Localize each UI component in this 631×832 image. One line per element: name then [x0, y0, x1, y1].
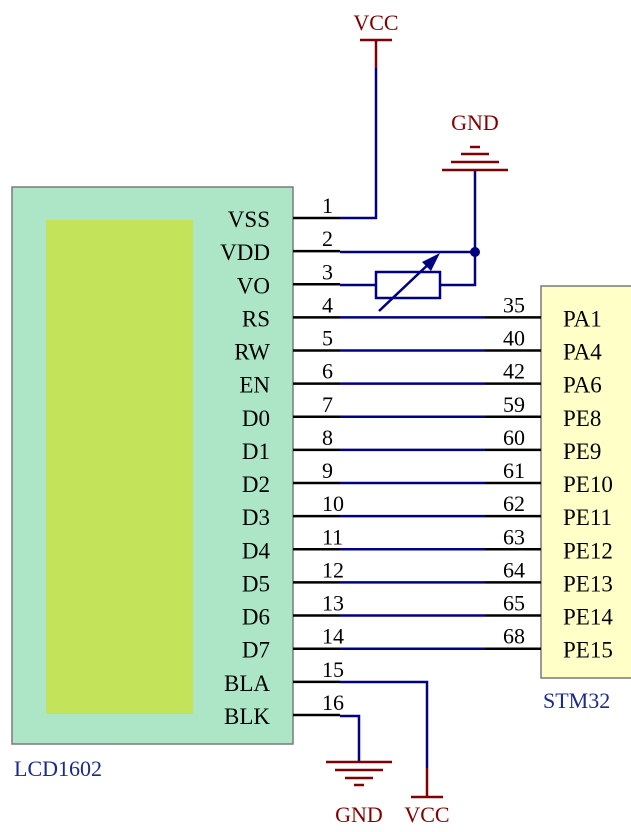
stm32-pin-name-pa4: PA4	[563, 340, 602, 365]
lcd-pin-number-d4: 11	[322, 524, 343, 549]
lcd-pin-number-d3: 10	[322, 491, 344, 516]
power-wires	[340, 68, 477, 768]
gnd-top-symbol	[442, 145, 508, 172]
blk-to-gnd-wire	[340, 714, 361, 762]
lcd-pin-name-d7: D7	[242, 638, 270, 663]
vcc-bottom-label: VCC	[404, 802, 449, 827]
stm32-pin-number-pe11: 62	[503, 491, 525, 516]
stm32-label: STM32	[543, 688, 610, 713]
potentiometer-arrow-head	[422, 253, 440, 271]
stm32-pin-number-pe9: 60	[503, 425, 525, 450]
lcd-pin-number-blk: 16	[322, 690, 344, 715]
stm32-pin-number-pa6: 42	[503, 359, 525, 384]
vcc-top-label: VCC	[353, 10, 398, 35]
stm32-pin-number-pe14: 65	[503, 591, 525, 616]
lcd-pin-number-bla: 15	[322, 657, 344, 682]
lcd-pin-number-d7: 14	[322, 624, 344, 649]
lcd-pin-name-blk: BLK	[224, 704, 270, 729]
lcd-pin-number-vdd: 2	[322, 226, 333, 251]
vss-to-vcc-wire	[340, 68, 378, 220]
lcd-pin-number-vss: 1	[322, 193, 333, 218]
lcd-pin-name-d3: D3	[242, 505, 270, 530]
stm32-pin-name-pa6: PA6	[563, 373, 602, 398]
lcd-pin-name-d2: D2	[242, 472, 270, 497]
gnd-top-label: GND	[451, 110, 499, 135]
lcd-pin-number-d0: 7	[322, 392, 333, 417]
stm32-pin-name-pe13: PE13	[563, 571, 613, 596]
lcd-pin-name-d0: D0	[242, 406, 270, 431]
potentiometer	[374, 253, 442, 312]
signal-wires	[340, 316, 485, 650]
lcd-pin-name-vdd: VDD	[220, 240, 270, 265]
lcd-pin-name-bla: BLA	[224, 671, 270, 696]
stm32-pin-name-pe10: PE10	[563, 472, 613, 497]
lcd-pin-name-vo: VO	[237, 273, 270, 298]
lcd1602-screen	[46, 220, 193, 714]
stm32-pin-number-pe13: 64	[503, 557, 525, 582]
potentiometer-arrow-shaft	[378, 258, 435, 312]
lcd-pin-name-d5: D5	[242, 571, 270, 596]
lcd-pin-number-d5: 12	[322, 557, 344, 582]
lcd-pin-name-rs: RS	[242, 306, 270, 331]
stm32-pin-number-pe12: 63	[503, 524, 525, 549]
gnd-top-wire	[440, 170, 477, 287]
lcd-pin-number-en: 6	[322, 359, 333, 384]
lcd-pin-number-d2: 9	[322, 458, 333, 483]
stm32-pin-name-pe15: PE15	[563, 638, 613, 663]
lcd-pin-name-rw: RW	[234, 340, 270, 365]
vcc-bottom-symbol	[411, 768, 443, 799]
gnd-bottom-label: GND	[335, 802, 383, 827]
lcd-pin-name-d6: D6	[242, 605, 270, 630]
lcd-pin-number-d1: 8	[322, 425, 333, 450]
lcd-pin-name-d4: D4	[242, 538, 271, 563]
stm32-pin-number-pe10: 61	[503, 458, 525, 483]
stm32-body	[540, 285, 631, 679]
lcd-pin-name-en: EN	[239, 373, 270, 398]
lcd-pin-name-d1: D1	[242, 439, 270, 464]
lcd-pin-number-d6: 13	[322, 591, 344, 616]
stm32-pin-number-pe8: 59	[503, 392, 525, 417]
lcd-pin-number-rw: 5	[322, 326, 333, 351]
stm32-pin-number-pa4: 40	[503, 326, 525, 351]
gnd-bottom-symbol	[326, 760, 392, 787]
lcd-pin-name-vss: VSS	[228, 207, 270, 232]
lcd-pin-number-rs: 4	[322, 292, 333, 317]
junction-dot	[470, 247, 480, 257]
stm32-pin-name-pe12: PE12	[563, 538, 613, 563]
bla-to-vcc-wire	[340, 680, 429, 768]
stm32-pin-name-pa1: PA1	[563, 306, 602, 331]
vcc-top-symbol	[360, 38, 392, 68]
stm32-pin-name-pe8: PE8	[563, 406, 601, 431]
lcd1602-label: LCD1602	[14, 756, 102, 781]
lcd-pin-number-vo: 3	[322, 259, 333, 284]
stm32-pin-name-pe11: PE11	[563, 505, 612, 530]
stm32-pin-number-pe15: 68	[503, 624, 525, 649]
stm32-pin-number-pa1: 35	[503, 292, 525, 317]
stm32-pin-name-pe9: PE9	[563, 439, 601, 464]
stm32-pin-name-pe14: PE14	[563, 605, 613, 630]
